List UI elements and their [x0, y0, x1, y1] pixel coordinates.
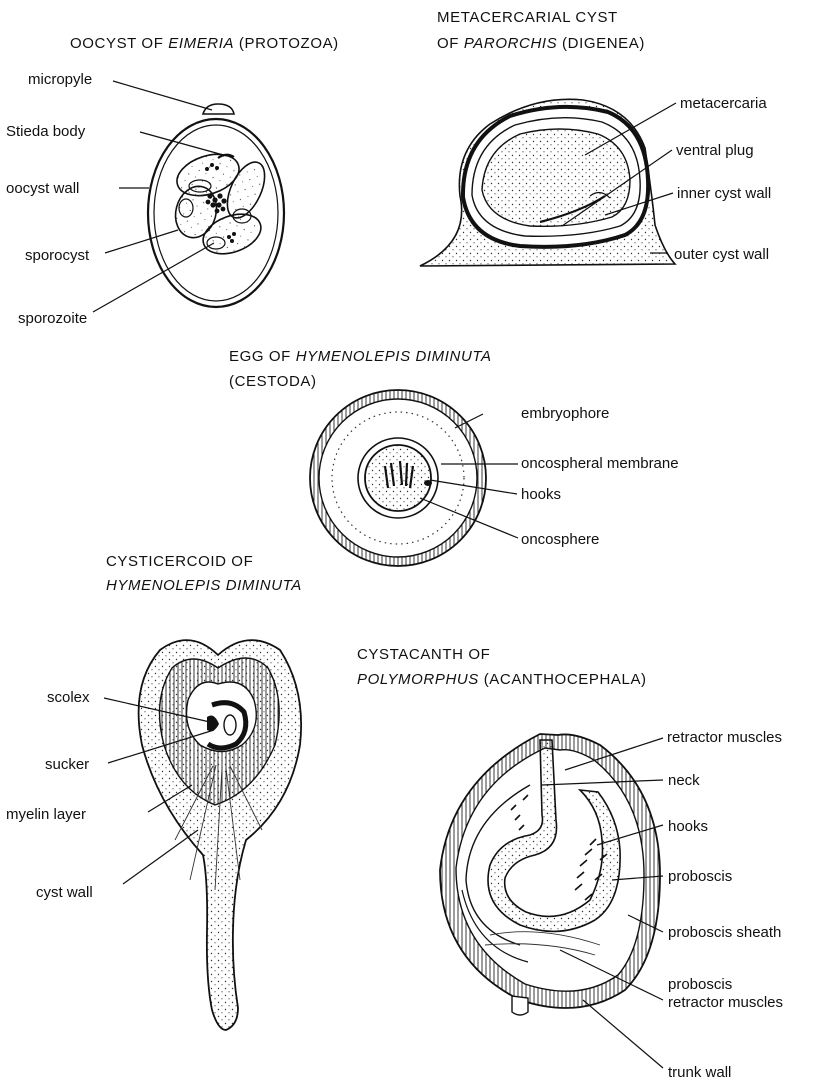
cysticercoid-drawing	[104, 640, 301, 1030]
label-proboscis: proboscis	[668, 868, 732, 885]
sucker-shape	[224, 715, 236, 735]
label-oocyst-wall: oocyst wall	[6, 180, 79, 197]
egg-title-line1: EGG OF HYMENOLEPIS DIMINUTA	[229, 348, 492, 365]
cystacanth-drawing	[440, 734, 663, 1068]
cystacanth-title-line2: POLYMORPHUS (ACANTHOCEPHALA)	[357, 671, 647, 688]
label-metacercaria: metacercaria	[680, 95, 767, 112]
label-scolex: scolex	[47, 689, 90, 706]
cysticercoid-title-line2: HYMENOLEPIS DIMINUTA	[106, 577, 302, 594]
label-proboscis-retractor-line1: proboscis	[668, 976, 732, 993]
label-micropyle: micropyle	[28, 71, 92, 88]
label-sucker: sucker	[45, 756, 89, 773]
label-oncospheral-membrane: oncospheral membrane	[521, 455, 679, 472]
label-myelin-layer: myelin layer	[6, 806, 86, 823]
label-sporozoite: sporozoite	[18, 310, 87, 327]
label-oncosphere: oncosphere	[521, 531, 599, 548]
metacercarial-title-line2: OF PARORCHIS (DIGENEA)	[437, 35, 645, 52]
oncosphere-shape	[365, 445, 431, 511]
label-proboscis-sheath: proboscis sheath	[668, 924, 781, 941]
label-inner-cyst-wall: inner cyst wall	[677, 185, 771, 202]
label-ventral-plug: ventral plug	[676, 142, 754, 159]
label-neck: neck	[668, 772, 700, 789]
label-retractor-muscles: retractor muscles	[667, 729, 782, 746]
egg-title-line2: (CESTODA)	[229, 373, 317, 390]
label-embryophore: embryophore	[521, 405, 609, 422]
egg-drawing	[310, 390, 518, 566]
oocyst-title: OOCYST OF EIMERIA (PROTOZOA)	[70, 35, 339, 52]
label-cystacanth-hooks: hooks	[668, 818, 708, 835]
metacercarial-drawing	[420, 99, 676, 266]
label-sporocyst: sporocyst	[25, 247, 90, 264]
label-cyst-wall: cyst wall	[36, 884, 93, 901]
label-trunk-wall: trunk wall	[668, 1064, 731, 1081]
cystacanth-title-line1: CYSTACANTH OF	[357, 646, 490, 663]
sporocysts	[170, 147, 272, 261]
oocyst-drawing	[93, 81, 284, 312]
metacercaria-body	[482, 129, 630, 226]
cysticercoid-title-line1: CYSTICERCOID OF	[106, 553, 253, 570]
label-egg-hooks: hooks	[521, 486, 561, 503]
label-proboscis-retractor-line2: retractor muscles	[668, 994, 783, 1011]
label-outer-cyst-wall: outer cyst wall	[674, 246, 769, 263]
metacercarial-title-line1: METACERCARIAL CYST	[437, 9, 618, 26]
label-stieda-body: Stieda body	[6, 123, 86, 140]
